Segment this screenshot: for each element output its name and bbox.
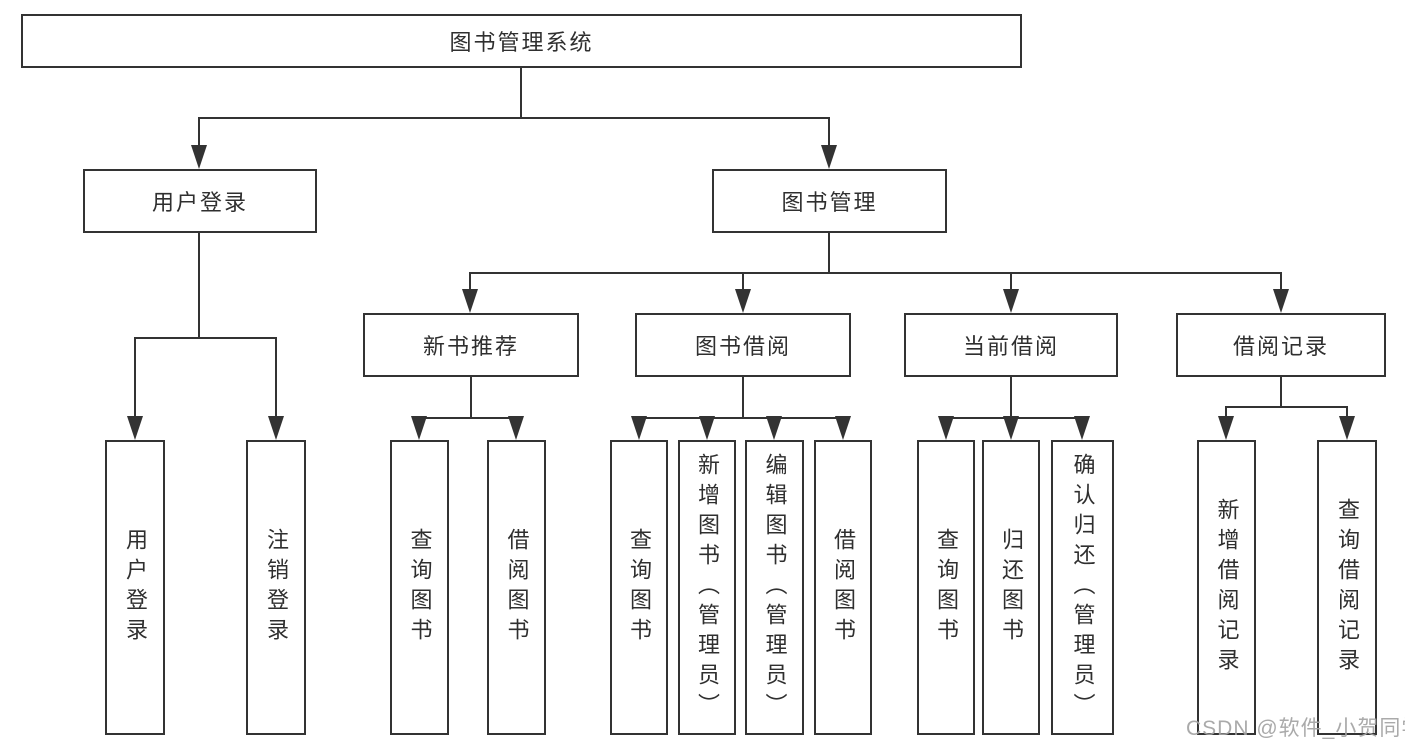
- node-library-management-system: 图书管理系统: [21, 14, 1022, 68]
- arrow-head: [508, 416, 524, 440]
- node-label: 用户登录: [151, 190, 248, 215]
- arrow-head: [1003, 416, 1019, 440]
- node-book-borrowing: 图书借阅: [635, 313, 851, 377]
- leaf-return-books: 归还图书: [982, 440, 1040, 735]
- leaf-logout: 注销登录: [246, 440, 306, 735]
- connector-line: [742, 377, 744, 417]
- arrow-head: [835, 416, 851, 440]
- leaf-confirm-return-admin: 确认归还（管理员）: [1051, 440, 1114, 735]
- connector-line: [470, 377, 472, 417]
- node-current-borrowing: 当前借阅: [904, 313, 1118, 377]
- node-label: 新书推荐: [422, 334, 519, 359]
- connector-line: [1280, 272, 1282, 292]
- arrow-head: [821, 145, 837, 169]
- node-label: 注销登录: [264, 527, 289, 648]
- arrow-head: [127, 416, 143, 440]
- node-borrowing-records: 借阅记录: [1176, 313, 1386, 377]
- arrow-head: [462, 289, 478, 313]
- csdn-watermark: CSDN @软件_小贺同学: [1186, 717, 1405, 740]
- connector-line: [134, 337, 277, 339]
- node-label: 图书管理: [781, 190, 878, 215]
- leaf-borrow-books: 借阅图书: [814, 440, 872, 735]
- connector-line: [469, 272, 1282, 274]
- arrow-head: [1003, 289, 1019, 313]
- node-label: 归还图书: [999, 527, 1024, 648]
- connector-line: [469, 272, 471, 292]
- node-label: 查询借阅记录: [1335, 497, 1360, 678]
- leaf-user-login: 用户登录: [105, 440, 165, 735]
- node-user-login: 用户登录: [83, 169, 317, 233]
- arrow-head: [411, 416, 427, 440]
- connector-line: [198, 117, 830, 119]
- arrow-head: [1218, 416, 1234, 440]
- leaf-add-books-admin: 新增图书（管理员）: [678, 440, 736, 735]
- node-label: 新增借阅记录: [1214, 497, 1240, 678]
- node-label: 编辑图书（管理员）: [762, 452, 788, 723]
- node-book-management: 图书管理: [712, 169, 947, 233]
- node-label: 借阅记录: [1232, 334, 1329, 359]
- connector-line: [1010, 377, 1012, 417]
- leaf-query-books-recommend: 查询图书: [390, 440, 449, 735]
- arrow-head: [1273, 289, 1289, 313]
- connector-line: [198, 117, 200, 149]
- connector-line: [134, 337, 136, 419]
- node-label: 借阅图书: [504, 527, 530, 648]
- connector-line: [1225, 406, 1348, 408]
- arrow-head: [191, 145, 207, 169]
- connector-line: [418, 417, 517, 419]
- arrow-head: [766, 416, 782, 440]
- connector-line: [1010, 272, 1012, 292]
- leaf-query-borrow-record: 查询借阅记录: [1317, 440, 1377, 735]
- node-label: 当前借阅: [962, 334, 1059, 359]
- leaf-query-books-borrowing: 查询图书: [610, 440, 668, 735]
- node-label: 查询图书: [407, 527, 433, 648]
- node-label: 用户登录: [123, 527, 148, 648]
- node-new-book-recommendation: 新书推荐: [363, 313, 579, 377]
- arrow-head: [699, 416, 715, 440]
- node-label: 借阅图书: [831, 527, 856, 648]
- leaf-edit-books-admin: 编辑图书（管理员）: [745, 440, 804, 735]
- node-label: 确认归还（管理员）: [1070, 452, 1096, 723]
- arrow-head: [735, 289, 751, 313]
- node-label: 查询图书: [627, 527, 652, 648]
- arrow-head: [268, 416, 284, 440]
- connector-line: [742, 272, 744, 292]
- connector-line: [1225, 406, 1227, 419]
- node-label: 图书借阅: [694, 334, 791, 359]
- leaf-query-books-current: 查询图书: [917, 440, 975, 735]
- arrow-head: [1074, 416, 1090, 440]
- arrow-head: [1339, 416, 1355, 440]
- connector-line: [638, 417, 844, 419]
- connector-line: [828, 233, 830, 272]
- node-label: 图书管理系统: [449, 30, 594, 55]
- connector-line: [1346, 406, 1348, 419]
- connector-line: [198, 233, 200, 337]
- connector-line: [1280, 377, 1282, 406]
- arrow-head: [938, 416, 954, 440]
- node-label: 新增图书（管理员）: [695, 452, 720, 723]
- connector-line: [275, 337, 277, 419]
- arrow-head: [631, 416, 647, 440]
- node-label: 查询图书: [934, 527, 959, 648]
- connector-line: [520, 68, 522, 117]
- connector-line: [828, 117, 830, 149]
- leaf-borrow-books-recommend: 借阅图书: [487, 440, 546, 735]
- leaf-add-borrow-record: 新增借阅记录: [1197, 440, 1256, 735]
